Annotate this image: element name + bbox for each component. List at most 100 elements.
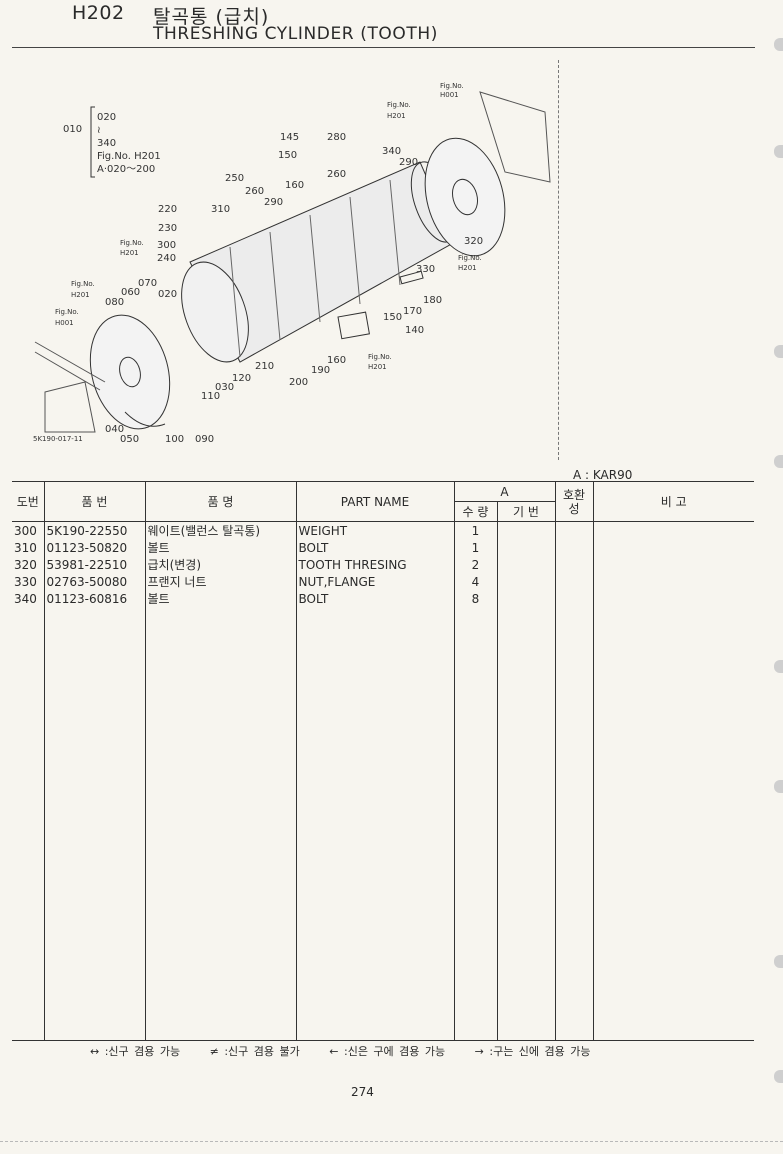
diagram-divider [558, 60, 559, 460]
page-title-korean: 탈곡통 (급치) [153, 6, 270, 28]
binder-hole [774, 955, 783, 968]
fig-ref-h201-mid: H201 [71, 291, 90, 299]
cell-no: 320 [12, 556, 45, 573]
cell-part-name: BOLT [295, 590, 455, 607]
group-item-2: ≀ [97, 125, 101, 136]
callout-050: 050 [120, 434, 139, 445]
callout-140: 140 [405, 325, 424, 336]
callout-170: 170 [403, 306, 422, 317]
cell-name-ko: 볼트 [144, 539, 297, 556]
col-header-part-name: PART NAME [295, 481, 455, 522]
legend-item: ↔ :신구 겸용 가능 [90, 1045, 181, 1058]
cell-name-ko: 볼트 [144, 590, 297, 607]
callout-260: 260 [245, 186, 264, 197]
cell-remarks [592, 573, 754, 590]
cell-name-ko: 프랜지 너트 [144, 573, 297, 590]
cell-qty: 1 [453, 521, 498, 539]
callout-160-top: 160 [285, 180, 304, 191]
fig-ref-h001-top: H001 [440, 91, 459, 99]
fig-ref-h201-left: H201 [120, 249, 139, 257]
legend-item: → :구는 신에 겸용 가능 [474, 1045, 591, 1058]
fig-ref-label-4: Fig.No. [458, 254, 482, 262]
cell-remarks [592, 556, 754, 573]
group-item-3: 340 [97, 138, 116, 149]
page-title-english: THRESHING CYLINDER (TOOTH) [153, 24, 438, 44]
col-header-part-no: 품 번 [43, 481, 146, 522]
cell-qty: 1 [453, 539, 498, 556]
group-item-5: A·020～200 [97, 164, 155, 175]
callout-080: 080 [105, 297, 124, 308]
cell-no: 330 [12, 573, 45, 590]
cell-basic [496, 556, 556, 573]
cell-no: 340 [12, 590, 45, 607]
callout-200: 200 [289, 377, 308, 388]
binder-hole [774, 780, 783, 793]
cell-basic [496, 590, 556, 607]
table-row: 300 5K190-22550 웨이트(밸런스 탈곡통) WEIGHT 1 [12, 521, 754, 539]
fig-ref-h201-bottom: H201 [368, 363, 387, 371]
callout-110: 110 [201, 391, 220, 402]
cell-compat [554, 556, 594, 573]
fig-ref-label-3: Fig.No. [120, 239, 144, 247]
col-header-qty: 수 량 [454, 501, 498, 522]
callout-030: 030 [215, 382, 234, 393]
callout-060: 060 [121, 287, 140, 298]
group-item-1: 020 [97, 112, 116, 123]
cell-basic [496, 539, 556, 556]
cell-basic [496, 573, 556, 590]
cell-name-ko: 웨이트(밸런스 탈곡통) [144, 521, 297, 539]
cell-no: 310 [12, 539, 45, 556]
fig-ref-label-7: Fig.No. [368, 353, 392, 361]
binder-hole [774, 38, 783, 51]
fig-ref-label-1: Fig.No. [440, 82, 464, 90]
callout-150-bottom: 150 [383, 312, 402, 323]
callout-330: 330 [416, 264, 435, 275]
fig-ref-h201-top: H201 [387, 112, 406, 120]
col-header-name-ko: 품 명 [144, 481, 297, 522]
compatibility-legend: ↔ :신구 겸용 가능 ≠ :신구 겸용 불가 ← :신은 구에 겸용 가능 →… [90, 1043, 615, 1059]
cell-part-name: WEIGHT [295, 521, 455, 539]
callout-250: 250 [225, 173, 244, 184]
callout-340: 340 [382, 146, 401, 157]
fig-ref-h001-left: H001 [55, 319, 74, 327]
cell-compat [554, 590, 594, 607]
callout-120: 120 [232, 373, 251, 384]
table-row: 310 01123-50820 볼트 BOLT 1 [12, 539, 754, 556]
binder-hole [774, 455, 783, 468]
cell-name-ko: 급치(변경) [144, 556, 297, 573]
cell-part-name: NUT,FLANGE [295, 573, 455, 590]
callout-220: 220 [158, 204, 177, 215]
header-divider [12, 47, 755, 48]
fig-ref-h201-right: H201 [458, 264, 477, 272]
col-header-compat: 호환성 [554, 481, 594, 522]
fig-ref-label-5: Fig.No. [71, 280, 95, 288]
scan-edge [0, 1141, 783, 1142]
callout-070: 070 [138, 278, 157, 289]
cell-remarks [592, 539, 754, 556]
cell-remarks [592, 521, 754, 539]
callout-150: 150 [278, 150, 297, 161]
page-number: 274 [351, 1085, 374, 1099]
callout-180: 180 [423, 295, 442, 306]
cell-remarks [592, 590, 754, 607]
binder-hole [774, 145, 783, 158]
callout-300: 300 [157, 240, 176, 251]
callout-260-top: 260 [327, 169, 346, 180]
col-header-group-a: A [453, 481, 556, 502]
callout-100: 100 [165, 434, 184, 445]
callout-020: 020 [158, 289, 177, 300]
diagram-image-code: 5K190-017-11 [33, 435, 83, 443]
callout-320: 320 [464, 236, 483, 247]
cell-part-name: BOLT [295, 539, 455, 556]
callout-145: 145 [280, 132, 299, 143]
table-row: 320 53981-22510 급치(변경) TOOTH THRESING 2 [12, 556, 754, 573]
cell-part-no: 02763-50080 [43, 573, 146, 590]
callout-190: 190 [311, 365, 330, 376]
threshing-cylinder-diagram: 010 020 ≀ 340 Fig.No. H201 A·020～200 145… [33, 82, 551, 445]
cell-compat [554, 573, 594, 590]
callout-290-top: 290 [399, 157, 418, 168]
col-header-no: 도번 [12, 481, 45, 522]
callout-240: 240 [157, 253, 176, 264]
group-item-4: Fig.No. H201 [97, 151, 161, 162]
callout-040: 040 [105, 424, 124, 435]
